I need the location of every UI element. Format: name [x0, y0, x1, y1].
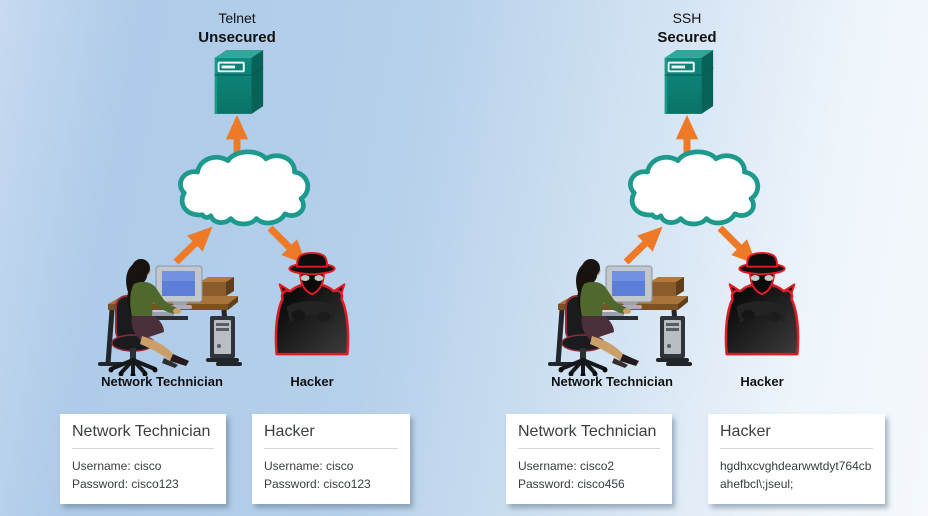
hacker-figure-label: Hacker	[740, 374, 784, 389]
technician-figure-label: Network Technician	[101, 374, 223, 389]
hacker-figure	[266, 250, 358, 360]
security-label: Unsecured	[198, 28, 276, 46]
hacker-figure-label: Hacker	[290, 374, 334, 389]
card-encrypted-line-1: hgdhxcvghdearwwtdyt764cb	[720, 459, 872, 473]
technician-credentials-card: Network Technician Username: cisco2 Pass…	[506, 414, 672, 504]
protocol-label: Telnet	[218, 10, 256, 26]
card-password-line: Password: cisco456	[518, 477, 625, 491]
technician-credentials-card: Network Technician Username: cisco Passw…	[60, 414, 226, 504]
card-password-line: Password: cisco123	[264, 477, 371, 491]
security-label: Secured	[657, 28, 717, 46]
card-password-line: Password: cisco123	[72, 477, 179, 491]
card-title: Network Technician	[72, 423, 214, 449]
server-icon	[207, 46, 267, 116]
card-username-line: Username: cisco	[264, 459, 354, 473]
card-username-line: Username: cisco2	[518, 459, 615, 473]
protocol-label: SSH	[672, 10, 702, 26]
network-cloud-icon	[170, 144, 322, 240]
card-title: Hacker	[720, 423, 873, 449]
technician-figure-label: Network Technician	[551, 374, 673, 389]
server-icon	[657, 46, 717, 116]
network-cloud-icon	[620, 144, 772, 240]
hacker-captured-card: Hacker hgdhxcvghdearwwtdyt764cb ahefbcl\…	[708, 414, 885, 504]
panel-title: Telnet Unsecured	[157, 10, 317, 47]
card-title: Network Technician	[518, 423, 660, 449]
card-username-line: Username: cisco	[72, 459, 162, 473]
network-technician-figure	[78, 246, 248, 376]
panel-telnet: Telnet Unsecured Network Technician Hack…	[60, 10, 410, 504]
card-encrypted-line-2: ahefbcl\;jseul;	[720, 477, 794, 491]
network-technician-figure	[528, 246, 698, 376]
panel-title: SSH Secured	[607, 10, 767, 47]
hacker-figure	[716, 250, 808, 360]
card-title: Hacker	[264, 423, 398, 449]
panel-ssh: SSH Secured Network Technician Hacker Ne…	[450, 0, 914, 516]
hacker-captured-card: Hacker Username: cisco Password: cisco12…	[252, 414, 410, 504]
